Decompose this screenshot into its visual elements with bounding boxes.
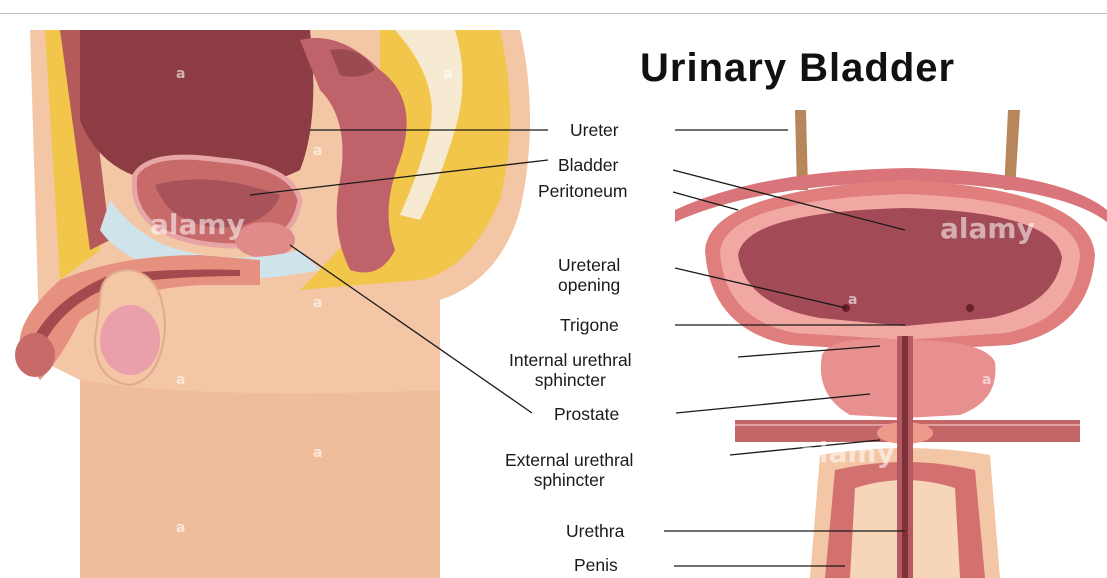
label-external-sphincter: External urethral sphincter: [505, 450, 633, 490]
label-trigone: Trigone: [560, 315, 619, 335]
diagram-title: Urinary Bladder: [640, 46, 955, 91]
label-ureter: Ureter: [570, 120, 619, 140]
bladder-lumen: [738, 208, 1062, 326]
label-peritoneum: Peritoneum: [538, 181, 628, 201]
label-bladder: Bladder: [558, 155, 618, 175]
label-penis: Penis: [574, 555, 618, 575]
label-internal-sphincter: Internal urethral sphincter: [509, 350, 632, 390]
frontal-section: [675, 110, 1107, 578]
sagittal-section: [15, 30, 530, 578]
testis: [100, 305, 160, 375]
ureteral-opening-right: [966, 304, 974, 312]
label-external-line1: External urethral: [505, 450, 633, 470]
label-ureteral-opening: Ureteral opening: [558, 255, 620, 295]
label-ureteral-line2: opening: [558, 275, 620, 295]
prostate-section: [235, 222, 295, 258]
label-external-line2: sphincter: [505, 470, 633, 490]
label-internal-line2: sphincter: [509, 370, 632, 390]
label-urethra: Urethra: [566, 521, 624, 541]
label-prostate: Prostate: [554, 404, 619, 424]
label-ureteral-line1: Ureteral: [558, 255, 620, 275]
label-internal-line1: Internal urethral: [509, 350, 632, 370]
